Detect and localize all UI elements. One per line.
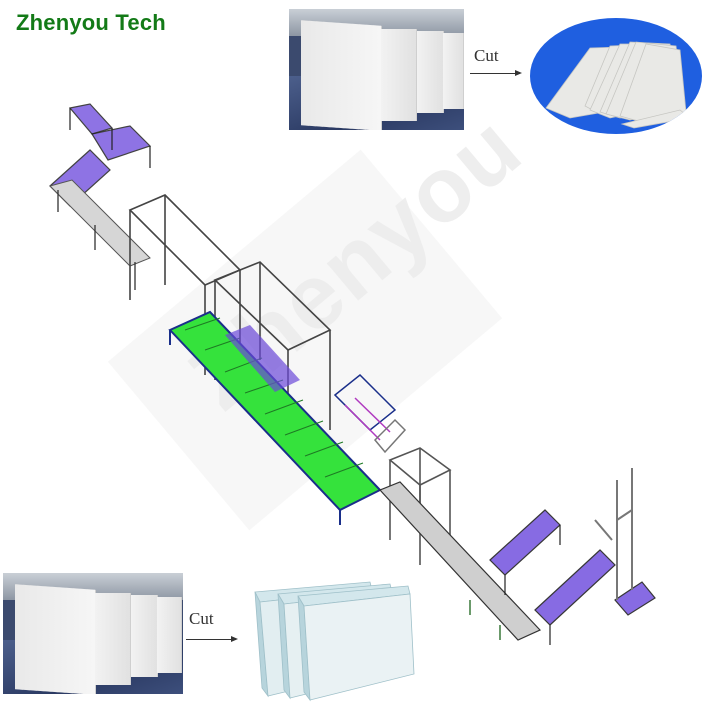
top-foam-blocks-photo: [289, 9, 464, 130]
top-cut-label: Cut: [474, 46, 499, 65]
bottom-cut-boards-photo: [254, 581, 415, 702]
bottom-cut-arrow-icon: [186, 636, 238, 642]
top-cut-sheets-photo: [530, 18, 702, 134]
bottom-foam-blocks-photo: [3, 573, 183, 694]
bottom-cut-label: Cut: [189, 609, 214, 628]
brand-title: Zhenyou Tech: [16, 10, 166, 35]
top-cut-arrow-icon: [470, 70, 522, 76]
